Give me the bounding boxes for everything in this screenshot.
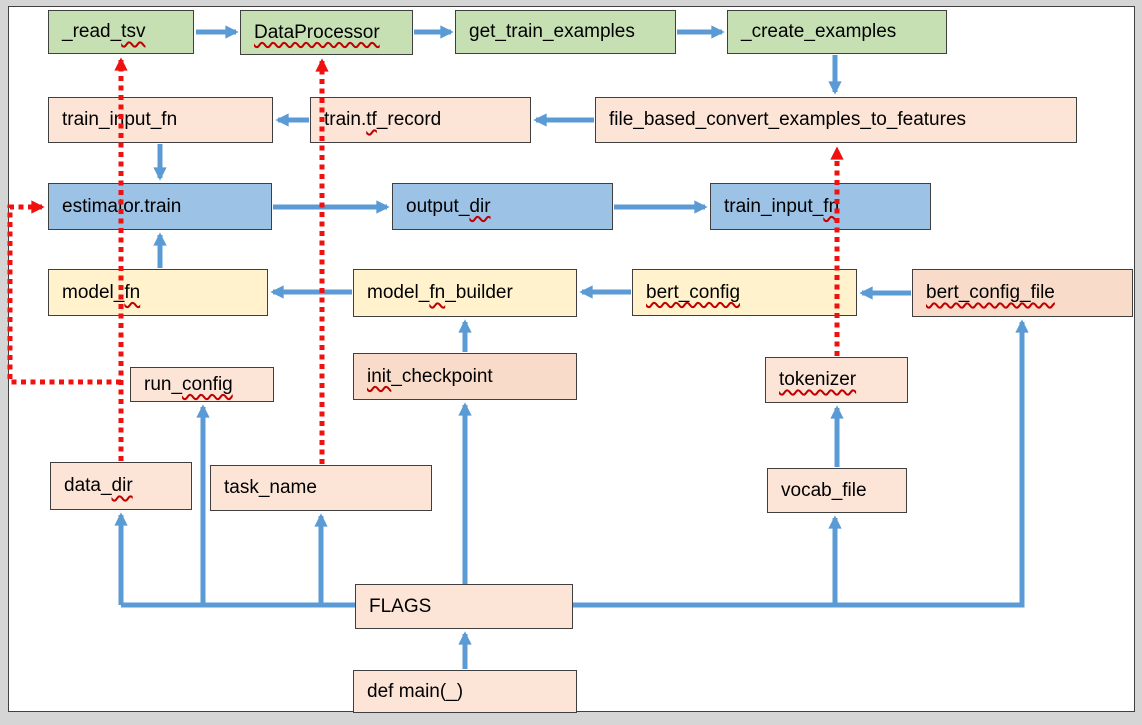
label-part-misspelled: tsv <box>121 21 146 42</box>
node-label-estimator-train: estimator.train <box>62 195 182 217</box>
label-part-misspelled: bert_config <box>646 281 741 303</box>
node-bert-config: bert_config <box>632 269 857 316</box>
label-part-misspelled: fn <box>823 195 840 217</box>
node-init-checkpoint: init_checkpoint <box>353 353 577 400</box>
label-part-misspelled: tf <box>366 109 377 130</box>
node-label-bert-config: bert_config <box>646 282 740 304</box>
label-part-misspelled: bert_config_file <box>926 282 1055 303</box>
node-data-dir: data_dir <box>50 462 192 510</box>
node-label-run-config: run_config <box>144 374 233 396</box>
node-label-bert-config-file: bert_config_file <box>926 282 1055 304</box>
node-label-create-examples: _create_examples <box>741 21 897 42</box>
node-run-config: run_config <box>130 367 274 402</box>
node-label-train-tf-record: train.tf_record <box>324 109 441 131</box>
label-part-misspelled: dir <box>111 475 133 496</box>
label-part: _record <box>376 109 442 130</box>
node-label-tokenizer: tokenizer <box>779 369 856 391</box>
label-part: model_ <box>62 281 125 303</box>
node-label-output-dir: output_dir <box>406 196 491 218</box>
node-estimator-train: estimator.train <box>48 183 272 230</box>
label-part: output_ <box>406 195 470 217</box>
node-label-data-processor: DataProcessor <box>254 22 380 44</box>
node-label-train-input-fn-2: train_input_fn <box>724 196 839 218</box>
node-create-examples: _create_examples <box>727 10 947 54</box>
node-label-task-name: task_name <box>224 477 317 498</box>
node-label-model-fn-builder: model_fn_builder <box>367 282 513 304</box>
node-train-input-fn-1: train_input_fn <box>48 97 273 143</box>
label-part-misspelled: tokenizer <box>779 369 857 390</box>
label-part: _checkpoint <box>391 365 493 387</box>
node-vocab-file: vocab_file <box>767 468 907 513</box>
label-part: model_ <box>367 282 430 303</box>
node-model-fn: model_fn <box>48 269 268 316</box>
label-part-misspelled: config <box>182 373 233 395</box>
label-part-misspelled: init <box>367 365 392 387</box>
label-part-misspelled: fn <box>429 282 446 303</box>
node-bert-config-file: bert_config_file <box>912 269 1133 317</box>
node-label-train-input-fn-1: train_input_fn <box>62 109 178 130</box>
label-part-misspelled: DataProcessor <box>254 21 380 43</box>
node-def-main: def main(_) <box>353 670 577 713</box>
node-label-def-main: def main(_) <box>367 680 464 702</box>
node-read-tsv: _read_tsv <box>48 10 194 54</box>
label-part: _builder <box>445 282 513 303</box>
node-task-name: task_name <box>210 465 432 511</box>
node-get-train-examples: get_train_examples <box>455 10 676 54</box>
node-tokenizer: tokenizer <box>765 357 908 403</box>
node-output-dir: output_dir <box>392 183 613 230</box>
label-part-misspelled: fn <box>124 281 141 303</box>
node-label-model-fn: model_fn <box>62 282 140 304</box>
node-flags: FLAGS <box>355 584 573 629</box>
label-part: _read_ <box>62 21 122 42</box>
label-part-misspelled: dir <box>469 195 491 217</box>
node-label-flags: FLAGS <box>369 595 432 617</box>
node-label-read-tsv: _read_tsv <box>62 21 145 43</box>
node-label-data-dir: data_dir <box>64 475 133 497</box>
node-label-vocab-file: vocab_file <box>781 479 867 501</box>
node-label-file-based-convert-examples-to-features: file_based_convert_examples_to_features <box>609 109 967 130</box>
node-train-tf-record: train.tf_record <box>310 97 531 143</box>
node-train-input-fn-2: train_input_fn <box>710 183 931 230</box>
label-part: train. <box>324 109 367 130</box>
node-file-based-convert-examples-to-features: file_based_convert_examples_to_features <box>595 97 1077 143</box>
label-part: run_ <box>144 373 183 395</box>
label-part: train_input_ <box>724 195 824 217</box>
node-model-fn-builder: model_fn_builder <box>353 269 577 317</box>
node-data-processor: DataProcessor <box>240 10 413 55</box>
node-label-get-train-examples: get_train_examples <box>469 21 635 42</box>
label-part: data_ <box>64 475 112 496</box>
node-label-init-checkpoint: init_checkpoint <box>367 366 493 388</box>
